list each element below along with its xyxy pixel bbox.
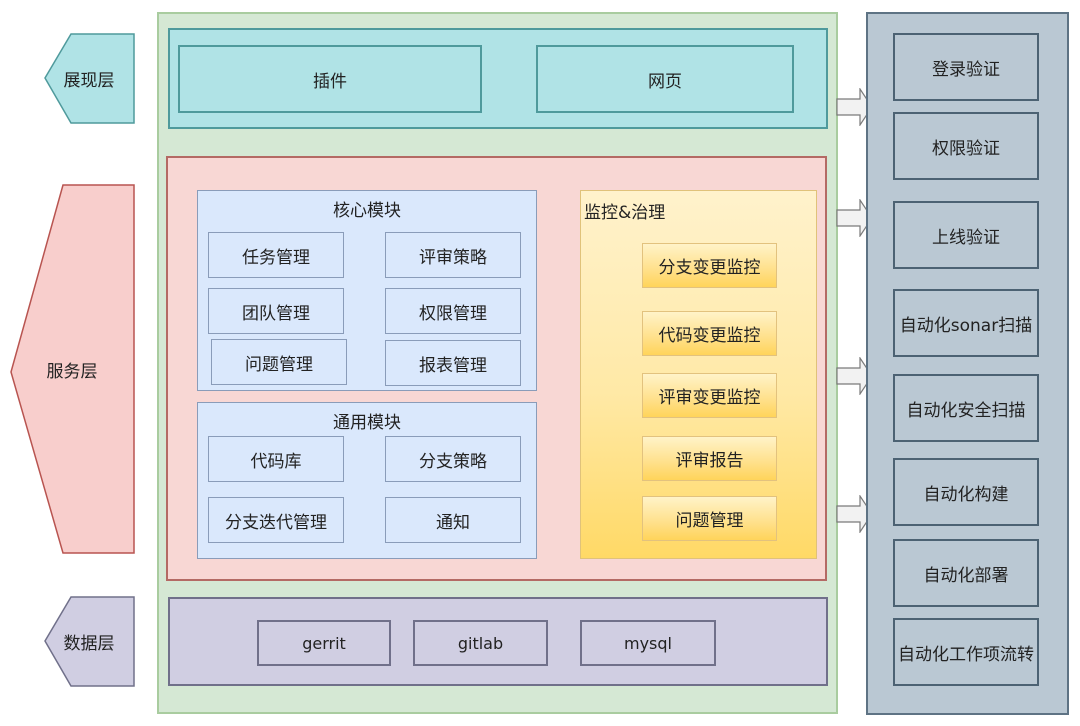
- item-label: 自动化安全扫描: [906, 400, 1026, 421]
- right-item-auto-deploy: 自动化部署: [893, 539, 1039, 607]
- webpage-label: 网页: [648, 71, 682, 92]
- item-label: 问题管理: [245, 354, 313, 375]
- item-label: 问题管理: [675, 511, 744, 531]
- right-item-sonar-scan: 自动化sonar扫描: [893, 289, 1039, 357]
- item-label: mysql: [624, 633, 672, 653]
- item-label: 团队管理: [242, 303, 310, 324]
- common-item-notification: 通知: [385, 497, 521, 543]
- core-item-task-management: 任务管理: [208, 232, 344, 278]
- monitor-item-code-change: 代码变更监控: [642, 311, 777, 356]
- item-label: 自动化sonar扫描: [899, 315, 1033, 336]
- item-label: 通知: [436, 512, 470, 533]
- right-item-login-verify: 登录验证: [893, 33, 1039, 101]
- item-label: 代码变更监控: [658, 326, 761, 346]
- item-label: 上线验证: [932, 227, 1000, 248]
- item-label: 权限验证: [932, 138, 1000, 159]
- item-label: 分支迭代管理: [225, 512, 327, 533]
- core-item-permission-management: 权限管理: [385, 288, 521, 334]
- data-item-mysql: mysql: [580, 620, 716, 666]
- data-layer-tag: 数据层: [44, 596, 136, 687]
- pentagon-tag-shape: [10, 184, 135, 554]
- right-item-permission-verify: 权限验证: [893, 112, 1039, 180]
- right-item-security-scan: 自动化安全扫描: [893, 374, 1039, 442]
- presentation-layer-label: 展现层: [63, 71, 115, 91]
- right-item-auto-build: 自动化构建: [893, 458, 1039, 526]
- item-label: 评审报告: [675, 451, 744, 471]
- plugin-box: 插件: [178, 45, 482, 113]
- item-label: gitlab: [457, 633, 504, 653]
- pentagon-tag-shape: [44, 596, 135, 687]
- monitor-item-issue-management: 问题管理: [642, 496, 777, 541]
- pentagon-tag-shape: [44, 33, 135, 124]
- service-layer-label: 服务层: [46, 361, 98, 382]
- item-label: 评审策略: [419, 247, 487, 268]
- item-label: 自动化部署: [923, 565, 1009, 586]
- right-item-release-verify: 上线验证: [893, 201, 1039, 269]
- data-layer-label: 数据层: [63, 634, 115, 654]
- core-item-review-strategy: 评审策略: [385, 232, 521, 278]
- presentation-layer-tag: 展现层: [44, 33, 136, 124]
- item-label: 分支变更监控: [658, 258, 761, 278]
- monitor-item-branch-change: 分支变更监控: [642, 243, 777, 288]
- core-item-issue-management: 问题管理: [211, 339, 347, 385]
- item-label: 登录验证: [932, 59, 1000, 80]
- plugin-label: 插件: [313, 71, 347, 92]
- core-module-title: 核心模块: [333, 200, 401, 221]
- core-item-team-management: 团队管理: [208, 288, 344, 334]
- item-label: 评审变更监控: [658, 388, 761, 408]
- item-label: 自动化工作项流转: [898, 644, 1034, 665]
- item-label: 自动化构建: [923, 484, 1009, 505]
- item-label: 任务管理: [242, 247, 310, 268]
- common-module-title: 通用模块: [333, 412, 401, 433]
- core-item-report-management: 报表管理: [385, 340, 521, 386]
- webpage-box: 网页: [536, 45, 794, 113]
- monitor-item-review-report: 评审报告: [642, 436, 777, 481]
- item-label: 代码库: [250, 451, 302, 472]
- item-label: 权限管理: [419, 303, 487, 324]
- common-item-branch-strategy: 分支策略: [385, 436, 521, 482]
- item-label: gerrit: [302, 633, 346, 653]
- right-item-workitem-flow: 自动化工作项流转: [893, 618, 1039, 686]
- common-item-repository: 代码库: [208, 436, 344, 482]
- common-item-branch-iteration: 分支迭代管理: [208, 497, 344, 543]
- item-label: 分支策略: [419, 451, 487, 472]
- monitoring-title: 监控&治理: [584, 203, 666, 223]
- monitor-item-review-change: 评审变更监控: [642, 373, 777, 418]
- data-item-gerrit: gerrit: [257, 620, 391, 666]
- item-label: 报表管理: [419, 355, 487, 376]
- data-item-gitlab: gitlab: [413, 620, 548, 666]
- service-layer-tag: 服务层: [10, 184, 136, 554]
